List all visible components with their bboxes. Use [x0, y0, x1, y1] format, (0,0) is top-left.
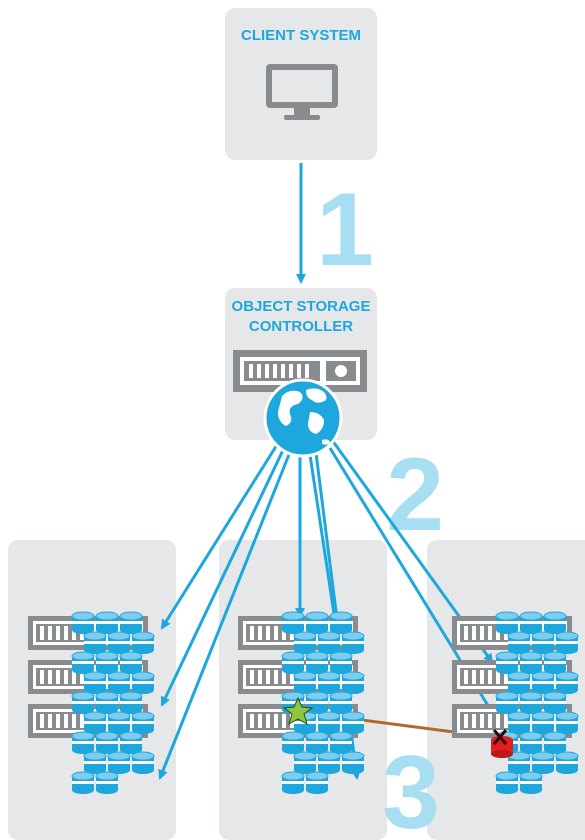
disk-icon	[95, 731, 119, 754]
disk-icon	[495, 651, 519, 674]
disk-icon	[83, 671, 107, 694]
disk-icon	[107, 751, 131, 774]
disk-icon	[83, 711, 107, 734]
disk-icon	[531, 671, 555, 694]
disk-icon	[495, 611, 519, 634]
disk-icon	[543, 691, 567, 714]
star-icon	[282, 696, 314, 726]
disk-icon	[519, 611, 543, 634]
disk-icon	[95, 651, 119, 674]
disk-icon	[83, 631, 107, 654]
storage-node-right	[452, 611, 579, 794]
disk-icon	[329, 651, 353, 674]
disk-icon	[305, 771, 329, 794]
disk-icon	[519, 731, 543, 754]
disk-icon	[119, 651, 143, 674]
disk-icon	[71, 651, 95, 674]
disk-icon	[317, 751, 341, 774]
disk-icon	[555, 751, 579, 774]
disk-icon	[507, 671, 531, 694]
disk-icon	[555, 631, 579, 654]
disk-icon	[329, 731, 353, 754]
disk-icon	[281, 771, 305, 794]
disk-icon	[495, 771, 519, 794]
disk-icon	[507, 631, 531, 654]
disk-icon	[107, 711, 131, 734]
disk-icon	[83, 751, 107, 774]
disk-icon	[71, 611, 95, 634]
disk-icon	[305, 731, 329, 754]
disk-icon	[293, 631, 317, 654]
arrow-to-left-node-1	[160, 439, 282, 630]
controller-title-line1: OBJECT STORAGE	[232, 298, 371, 315]
disk-icon	[543, 731, 567, 754]
storage-node-left	[28, 611, 155, 794]
disk-icon	[71, 771, 95, 794]
step-number-2: 2	[386, 437, 444, 553]
disk-icon	[317, 711, 341, 734]
x-icon	[492, 729, 508, 745]
disk-icon	[131, 631, 155, 654]
arrow-to-left-node-3	[158, 451, 292, 780]
disk-icon	[131, 711, 155, 734]
disk-icon	[131, 671, 155, 694]
disk-icon	[519, 651, 543, 674]
step-number-3: 3	[382, 735, 440, 840]
disk-icon	[71, 691, 95, 714]
disk-icon	[329, 691, 353, 714]
failed-disk-marker	[491, 729, 513, 758]
disk-icon	[543, 611, 567, 634]
controller-title-line2: CONTROLLER	[249, 318, 353, 335]
disk-icon	[95, 771, 119, 794]
arrow-to-left-node-2	[160, 447, 286, 707]
disk-icon	[531, 751, 555, 774]
disk-icon	[281, 611, 305, 634]
disk-icon	[531, 711, 555, 734]
disk-icon	[119, 731, 143, 754]
disk-icon	[305, 651, 329, 674]
disk-icon	[507, 711, 531, 734]
disk-icon	[531, 631, 555, 654]
step-number-1: 1	[316, 172, 374, 288]
disk-icon	[119, 611, 143, 634]
disk-icon	[519, 691, 543, 714]
disk-icon	[495, 691, 519, 714]
disk-icon	[293, 671, 317, 694]
disk-icon	[281, 731, 305, 754]
disk-icon	[293, 751, 317, 774]
storage-node-center	[238, 611, 365, 794]
disk-icon	[329, 611, 353, 634]
disk-icon	[71, 731, 95, 754]
disk-icon	[555, 711, 579, 734]
globe-icon	[263, 378, 343, 458]
disk-icon	[317, 671, 341, 694]
disk-icon	[341, 671, 365, 694]
disk-icon	[507, 751, 531, 774]
disk-icon	[305, 611, 329, 634]
disk-icon	[107, 631, 131, 654]
disk-icon	[281, 651, 305, 674]
storage-nodes	[28, 611, 579, 794]
disk-icon	[317, 631, 341, 654]
disk-icon	[95, 611, 119, 634]
disk-icon	[95, 691, 119, 714]
disk-icon	[107, 671, 131, 694]
disk-icon	[519, 771, 543, 794]
disk-icon	[119, 691, 143, 714]
disk-icon	[341, 751, 365, 774]
server-icon	[233, 350, 367, 392]
disk-icon	[305, 691, 329, 714]
disk-icon	[131, 751, 155, 774]
disk-icon	[543, 651, 567, 674]
disk-icon	[555, 671, 579, 694]
disk-icon	[341, 631, 365, 654]
client-title: CLIENT SYSTEM	[241, 27, 361, 44]
disk-icon	[341, 711, 365, 734]
monitor-icon	[266, 64, 338, 120]
